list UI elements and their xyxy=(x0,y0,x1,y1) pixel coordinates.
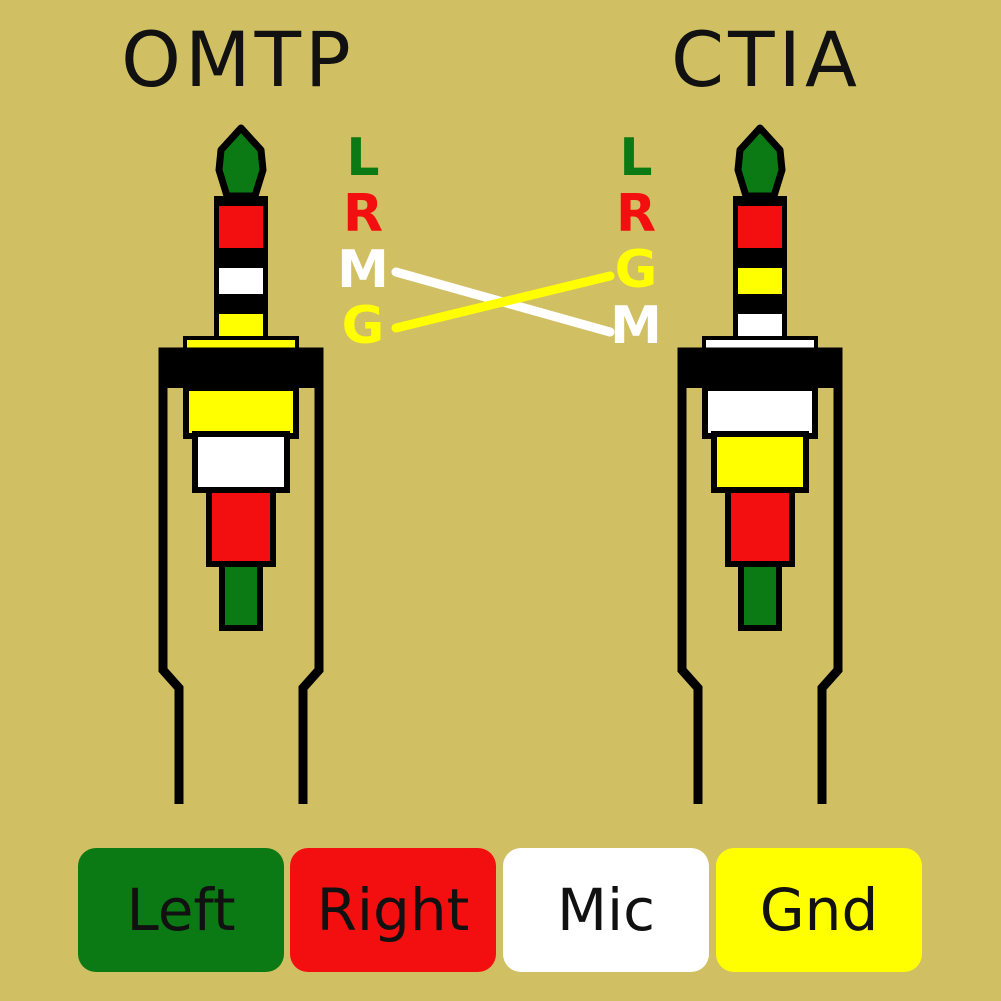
omtp-pin-labels: L R M G xyxy=(333,130,393,354)
ctia-ring-mic xyxy=(738,314,782,338)
omtp-housing-band xyxy=(163,352,319,388)
omtp-ring-mic xyxy=(219,268,263,294)
ctia-inner-ring-4 xyxy=(738,561,782,631)
ctia-inner-ring-2 xyxy=(711,431,809,493)
omtp-ring-right xyxy=(219,206,263,248)
omtp-inner-ring-1 xyxy=(183,385,299,439)
legend-left: Left xyxy=(78,848,284,972)
ctia-pin-r: R xyxy=(615,184,657,244)
legend-gnd: Gnd xyxy=(716,848,922,972)
crossover-line-g xyxy=(391,271,615,333)
omtp-tip xyxy=(215,124,267,200)
omtp-inner-ring-4 xyxy=(219,561,263,631)
omtp-plug xyxy=(158,124,324,804)
omtp-pin-l: L xyxy=(346,128,380,188)
ctia-pin-labels: L R G M xyxy=(606,130,666,354)
omtp-pin-r: R xyxy=(342,184,384,244)
omtp-inner-ring-3 xyxy=(206,487,276,567)
ctia-tip xyxy=(734,124,786,200)
omtp-inner-ring-2 xyxy=(192,431,290,493)
legend-right: Right xyxy=(290,848,496,972)
ctia-pin-g: G xyxy=(614,240,658,300)
omtp-ring-gnd xyxy=(219,314,263,338)
ctia-pin-m: M xyxy=(610,296,662,356)
ctia-inner-ring-1 xyxy=(702,385,818,439)
ctia-title: CTIA xyxy=(671,15,861,104)
ctia-housing-band xyxy=(682,352,838,388)
omtp-title: OMTP xyxy=(121,15,355,104)
ctia-ring-gnd xyxy=(738,268,782,294)
omtp-pin-g: G xyxy=(341,296,385,356)
ctia-ring-right xyxy=(738,206,782,248)
ctia-plug xyxy=(677,124,843,804)
ctia-inner-ring-3 xyxy=(725,487,795,567)
crossover-lines xyxy=(391,267,615,337)
ctia-pin-l: L xyxy=(619,128,653,188)
omtp-pin-m: M xyxy=(337,240,389,300)
legend-mic: Mic xyxy=(503,848,709,972)
